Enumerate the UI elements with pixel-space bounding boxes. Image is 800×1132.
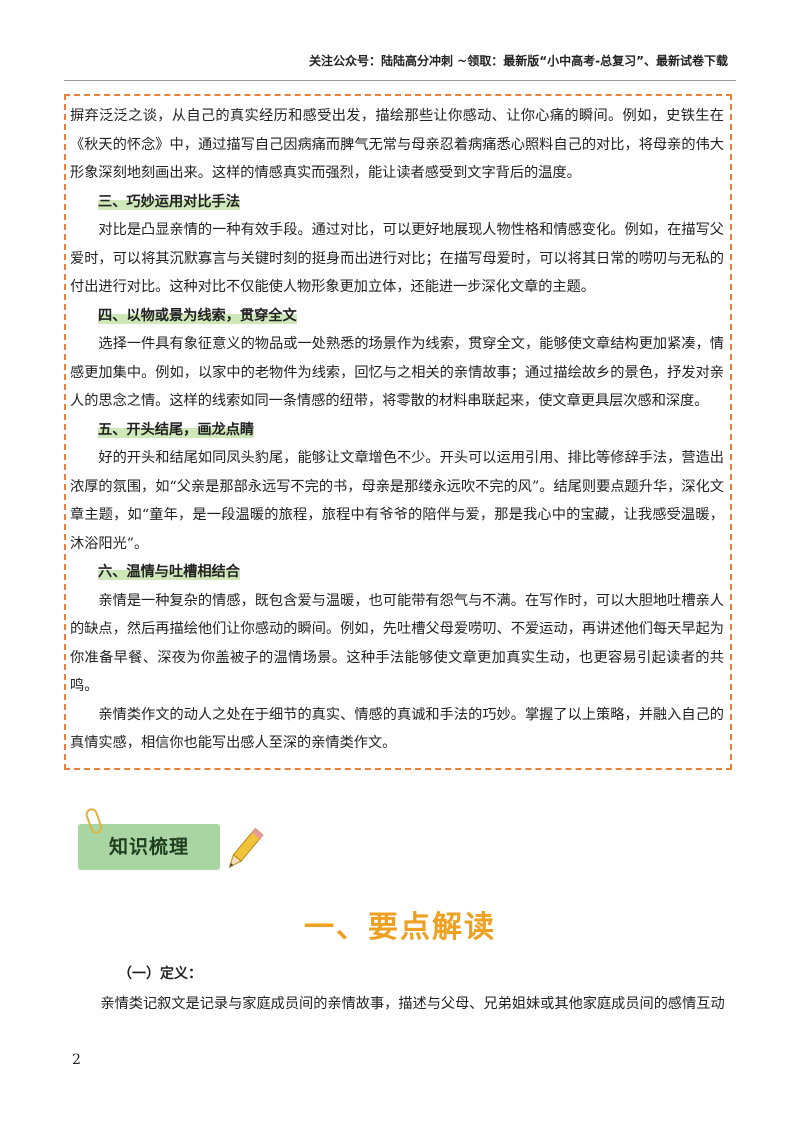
heading-contrast-text: 三、巧妙运用对比手法 bbox=[98, 193, 240, 210]
page-number: 2 bbox=[72, 1052, 81, 1068]
paragraph-opening-ending: 好的开头和结尾如同凤头豹尾，能够让文章增色不少。开头可以运用引用、排比等修辞手法… bbox=[70, 450, 724, 552]
heading-clue: 四、以物或景为线索，贯穿全文 bbox=[70, 302, 724, 331]
page-header: 关注公众号：陆陆高分冲刺 ~领取：最新版“小中高考-总复习”、最新试卷下载 bbox=[309, 54, 728, 68]
knowledge-tag-label: 知识梳理 bbox=[78, 824, 220, 870]
header-rule bbox=[64, 80, 736, 81]
paragraph-warmth-complaint: 亲情是一种复杂的情感，既包含爱与温暖，也可能带有怨气与不满。在写作时，可以大胆地… bbox=[70, 592, 724, 695]
pencil-icon bbox=[228, 827, 264, 869]
knowledge-tag: 知识梳理 bbox=[78, 806, 268, 878]
heading-opening-ending: 五、开头结尾，画龙点睛 bbox=[70, 416, 724, 445]
paragraph-authentic-emotion: 摒弃泛泛之谈，从自己的真实经历和感受出发，描绘那些让你感动、让你心痛的瞬间。例如… bbox=[70, 108, 724, 181]
heading-clue-text: 四、以物或景为线索，贯穿全文 bbox=[98, 307, 297, 324]
subsection-title: （一）定义： bbox=[118, 966, 202, 982]
heading-warmth-complaint: 六、温情与吐槽相结合 bbox=[70, 558, 724, 587]
paragraph-conclusion: 亲情类作文的动人之处在于细节的真实、情感的真诚和手法的巧妙。掌握了以上策略，并融… bbox=[70, 706, 724, 752]
section-title: 一、要点解读 bbox=[304, 910, 496, 945]
definition-paragraph: 亲情类记叙文是记录与家庭成员间的亲情故事，描述与父母、兄弟姐妹或其他家庭成员间的… bbox=[100, 996, 725, 1012]
heading-opening-ending-text: 五、开头结尾，画龙点睛 bbox=[98, 421, 255, 438]
heading-contrast: 三、巧妙运用对比手法 bbox=[70, 188, 724, 217]
paragraph-contrast: 对比是凸显亲情的一种有效手段。通过对比，可以更好地展现人物性格和情感变化。例如，… bbox=[70, 222, 724, 295]
paragraph-clue: 选择一件具有象征意义的物品或一处熟悉的场景作为线索，贯穿全文，能够使文章结构更加… bbox=[70, 336, 724, 409]
strategy-box: 摒弃泛泛之谈，从自己的真实经历和感受出发，描绘那些让你感动、让你心痛的瞬间。例如… bbox=[64, 94, 732, 770]
heading-warmth-complaint-text: 六、温情与吐槽相结合 bbox=[98, 564, 240, 580]
